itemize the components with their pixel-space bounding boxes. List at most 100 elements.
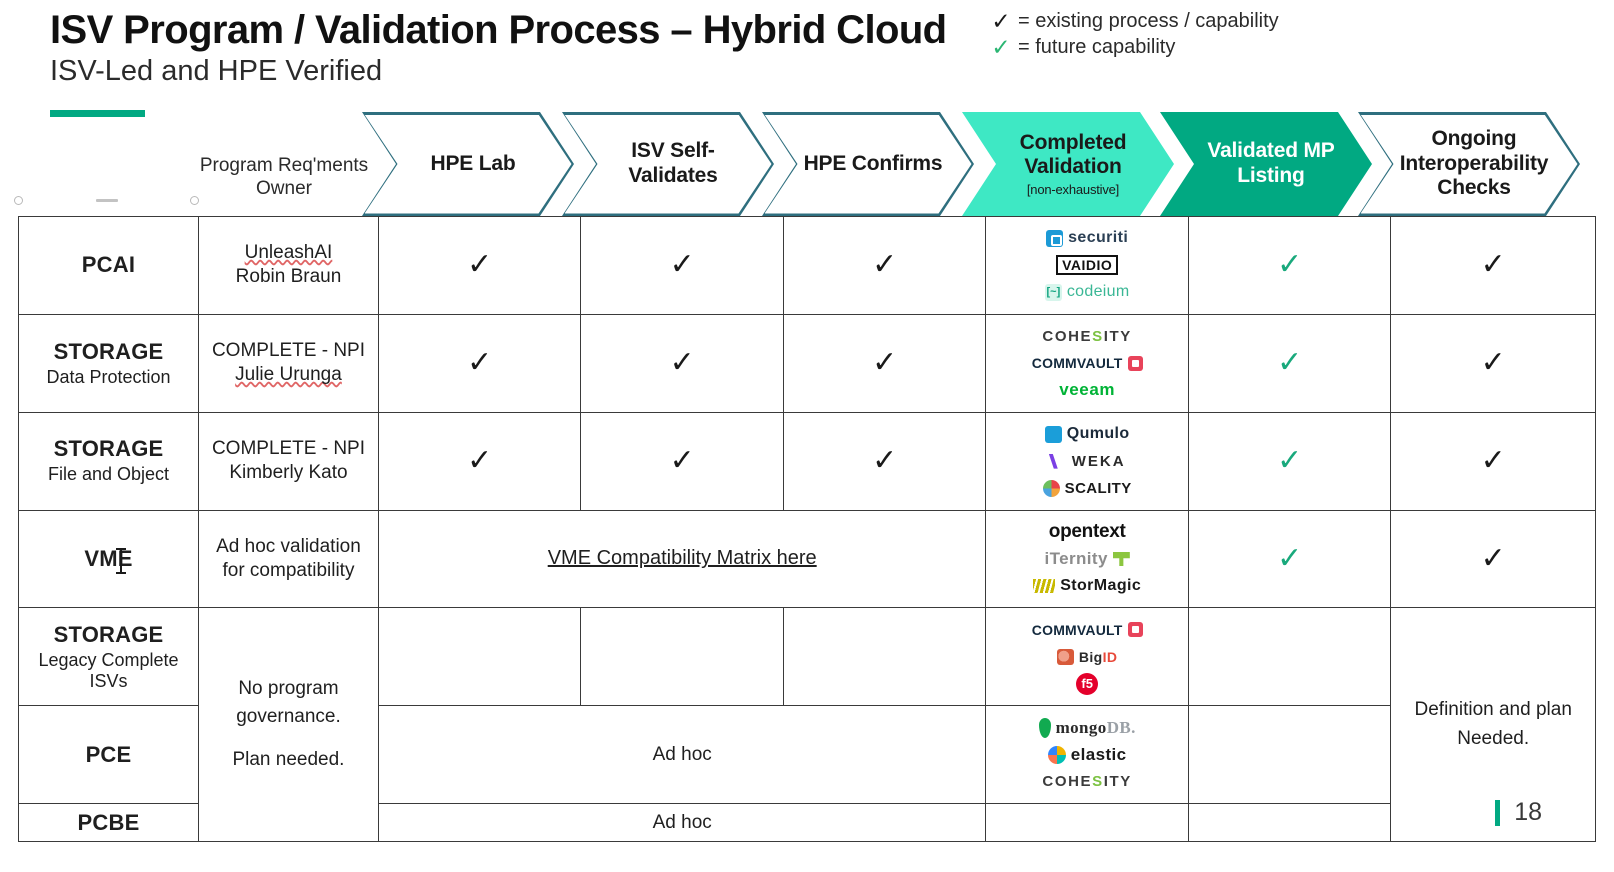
cell-completed-validation: opentext iTernity StorMagic <box>985 509 1189 609</box>
cell-ongoing: ✓ <box>1390 509 1596 609</box>
table-row: PCE Ad hoc mongoDB. elastic COHESITY <box>18 705 1596 805</box>
cell-ongoing: ✓ <box>1390 313 1596 413</box>
check-icon: ✓ <box>669 346 695 380</box>
table-row: PCAI UnleashAI Robin Braun ✓ ✓ ✓ securit… <box>18 216 1596 315</box>
logo-cohesity: COHESITY <box>1042 326 1132 347</box>
adhoc-label: Ad hoc <box>652 811 712 833</box>
logo-label: BigID <box>1078 648 1118 665</box>
logo-commvault: COMMVAULT <box>1032 619 1143 640</box>
check-icon: ✓ <box>1480 346 1506 380</box>
program-name: PCE <box>85 741 132 767</box>
program-name: VME <box>84 545 133 571</box>
page-title: ISV Program / Validation Process – Hybri… <box>50 8 947 52</box>
cell-hpe-confirms: ✓ <box>782 411 987 511</box>
cell-hpe-confirms <box>782 607 987 707</box>
cell-hpe-lab: ✓ <box>377 313 582 413</box>
logo-stack: opentext iTernity StorMagic <box>990 521 1183 596</box>
check-icon: ✓ <box>467 346 493 380</box>
program-name: STORAGE <box>53 621 164 647</box>
cell-program: PCE <box>18 705 199 805</box>
logo-label: StorMagic <box>1060 576 1142 594</box>
page-number-value: 18 <box>1514 798 1542 826</box>
program-name: PCAI <box>81 252 136 278</box>
page-subtitle: ISV-Led and HPE Verified <box>50 55 383 87</box>
cell-isv-self <box>580 607 784 707</box>
chevron-isv-self-validates[interactable]: ISV Self-Validates <box>562 112 774 216</box>
owner-name: UnleashAI <box>244 242 333 264</box>
owner-name: COMPLETE - NPI <box>211 437 366 459</box>
cell-mp-listing <box>1187 607 1392 707</box>
check-icon: ✓ <box>1277 248 1303 282</box>
chevron-hpe-lab[interactable]: HPE Lab <box>362 112 574 216</box>
logo-codeium: [~] codeium <box>1044 282 1130 303</box>
cell-completed-validation: COMMVAULT BigID f5 <box>985 607 1189 707</box>
cell-owner: COMPLETE - NPI Kimberly Kato <box>197 411 379 511</box>
logo-label: SCALITY <box>1064 479 1132 497</box>
chevron-sublabel: [non-exhaustive] <box>1026 182 1120 198</box>
cell-program: PCBE <box>18 803 199 842</box>
table-row: PCBE Ad hoc <box>18 803 1596 842</box>
logo-stack: mongoDB. elastic COHESITY <box>990 717 1183 792</box>
legend-row-existing: ✓ = existing process / capability <box>988 7 1278 34</box>
owner-note-line2: governance. <box>236 706 341 728</box>
check-icon: ✓ <box>669 248 695 282</box>
cell-mp-listing: ✓ <box>1187 509 1392 609</box>
program-name: PCBE <box>77 809 140 835</box>
elastic-icon <box>1047 745 1066 764</box>
logo-mongodb: mongoDB. <box>1038 717 1136 738</box>
check-icon: ✓ <box>1277 346 1303 380</box>
check-icon: ✓ <box>467 444 493 478</box>
vme-compatibility-matrix-link[interactable]: VME Compatibility Matrix here <box>547 547 817 570</box>
cell-vme-merged: VME Compatibility Matrix here <box>377 509 987 609</box>
owner-name: COMPLETE - NPI <box>211 339 366 361</box>
chevron-hpe-confirms[interactable]: HPE Confirms <box>762 112 974 216</box>
iternity-icon <box>1112 551 1130 566</box>
selection-handle-middle[interactable] <box>96 199 118 202</box>
securiti-icon <box>1046 229 1064 247</box>
check-icon: ✓ <box>872 444 898 478</box>
selection-handle[interactable] <box>190 196 199 205</box>
cell-owner-note: No program governance. Plan needed. <box>197 607 379 842</box>
check-icon: ✓ <box>991 7 1011 34</box>
table-row: STORAGE File and Object COMPLETE - NPI K… <box>18 411 1596 511</box>
logo-label: securiti <box>1068 229 1129 247</box>
logo-label: COMMVAULT <box>1031 621 1123 638</box>
logo-stormagic: StorMagic <box>1033 575 1141 596</box>
cell-ongoing: ✓ <box>1390 216 1596 315</box>
cell-program: STORAGE File and Object <box>18 411 199 511</box>
codeium-icon: [~] <box>1044 283 1062 301</box>
logo-label: codeium <box>1066 283 1130 301</box>
owner-person: Kimberly Kato <box>229 462 348 484</box>
selection-handle[interactable] <box>14 196 23 205</box>
logo-cohesity: COHESITY <box>1042 771 1132 792</box>
cell-hpe-lab <box>377 607 582 707</box>
cell-program: STORAGE Data Protection <box>18 313 199 413</box>
qumulo-icon <box>1044 425 1062 443</box>
cell-mp-listing: ✓ <box>1187 313 1392 413</box>
bigid-icon <box>1056 648 1074 665</box>
logo-stack: Qumulo WEKA SCALITY <box>990 424 1183 499</box>
logo-securiti: securiti <box>1046 228 1128 249</box>
logo-label: iTernity <box>1044 548 1108 568</box>
check-icon: ✓ <box>467 248 493 282</box>
logo-label: opentext <box>1048 520 1126 542</box>
owner-note-line2: for compatibility <box>222 559 355 581</box>
cell-isv-self: ✓ <box>580 313 784 413</box>
check-icon: ✓ <box>669 444 695 478</box>
logo-bigid: BigID <box>1056 646 1118 667</box>
chevron-label: HPE Confirms <box>803 151 943 175</box>
program-name: STORAGE <box>53 436 164 462</box>
logo-stack: COHESITY COMMVAULT veeam <box>990 326 1183 401</box>
cell-hpe-confirms: ✓ <box>782 216 987 315</box>
owner-person: Julie Urunga <box>235 364 342 386</box>
page-number: 18 <box>1495 798 1542 827</box>
logo-label: veeam <box>1059 380 1116 400</box>
